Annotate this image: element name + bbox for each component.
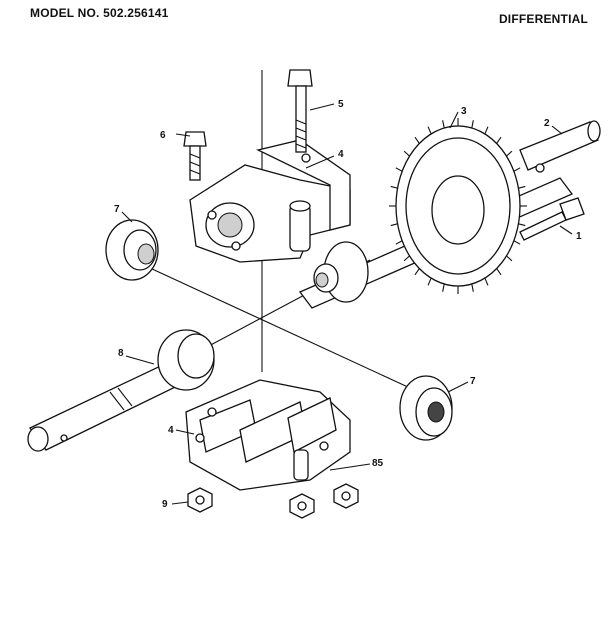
callout-6: 6 bbox=[160, 130, 166, 141]
section-title: DIFFERENTIAL bbox=[498, 12, 588, 26]
callout-5: 5 bbox=[338, 99, 344, 110]
sprocket-tooth bbox=[518, 185, 526, 189]
sprocket-tooth bbox=[414, 136, 420, 144]
bevel-gear-lower bbox=[399, 375, 453, 441]
callout-7-upper: 7 bbox=[114, 204, 120, 215]
callout-4-upper: 4 bbox=[338, 149, 344, 160]
bolt-5 bbox=[287, 69, 313, 153]
callout-1: 1 bbox=[576, 231, 582, 242]
callout-85: 85 bbox=[372, 458, 384, 469]
bolt-6 bbox=[183, 131, 207, 181]
sprocket-tooth bbox=[471, 120, 474, 129]
callout-8: 8 bbox=[118, 348, 124, 359]
lower-housing bbox=[185, 379, 351, 491]
sprocket-tooth bbox=[506, 255, 513, 262]
leader-lines bbox=[121, 103, 573, 505]
sprocket-tooth bbox=[427, 277, 432, 286]
sprocket-tooth bbox=[442, 283, 445, 292]
callout-7-lower: 7 bbox=[470, 376, 476, 387]
sprocket-tooth bbox=[427, 126, 432, 135]
sprocket-tooth bbox=[506, 150, 513, 157]
sprocket-tooth bbox=[496, 268, 502, 276]
sprocket-tooth bbox=[513, 240, 521, 245]
sprocket-tooth bbox=[518, 223, 526, 227]
callout-3: 3 bbox=[461, 106, 467, 117]
callouts: 1 2 3 4 4 5 6 7 7 8 9 85 bbox=[114, 99, 582, 510]
sprocket-tooth bbox=[484, 126, 489, 135]
sprocket-tooth bbox=[484, 277, 489, 286]
sprocket-tooth bbox=[390, 185, 398, 189]
callout-4-lower: 4 bbox=[168, 425, 174, 436]
left-axle bbox=[27, 329, 215, 452]
sprocket-tooth bbox=[403, 150, 410, 157]
bolt-1 bbox=[519, 197, 585, 241]
sprocket-tooth bbox=[414, 268, 420, 276]
upper-housing bbox=[189, 139, 351, 263]
nuts bbox=[187, 483, 359, 519]
sprocket-tooth bbox=[403, 255, 410, 262]
bevel-gear-upper bbox=[105, 219, 159, 281]
sprocket-tooth bbox=[395, 240, 403, 245]
sprocket-tooth bbox=[390, 223, 398, 227]
sprocket bbox=[389, 118, 527, 294]
sprocket-tooth bbox=[496, 136, 502, 144]
sprocket-tooth bbox=[471, 283, 474, 292]
callout-2: 2 bbox=[544, 118, 550, 129]
sprocket-tooth bbox=[513, 167, 521, 172]
callout-9: 9 bbox=[162, 499, 168, 510]
sprocket-tooth bbox=[395, 167, 403, 172]
center-pinion bbox=[313, 241, 369, 303]
sprocket-tooth bbox=[442, 120, 445, 129]
model-number: MODEL NO. 502.256141 bbox=[30, 6, 169, 20]
